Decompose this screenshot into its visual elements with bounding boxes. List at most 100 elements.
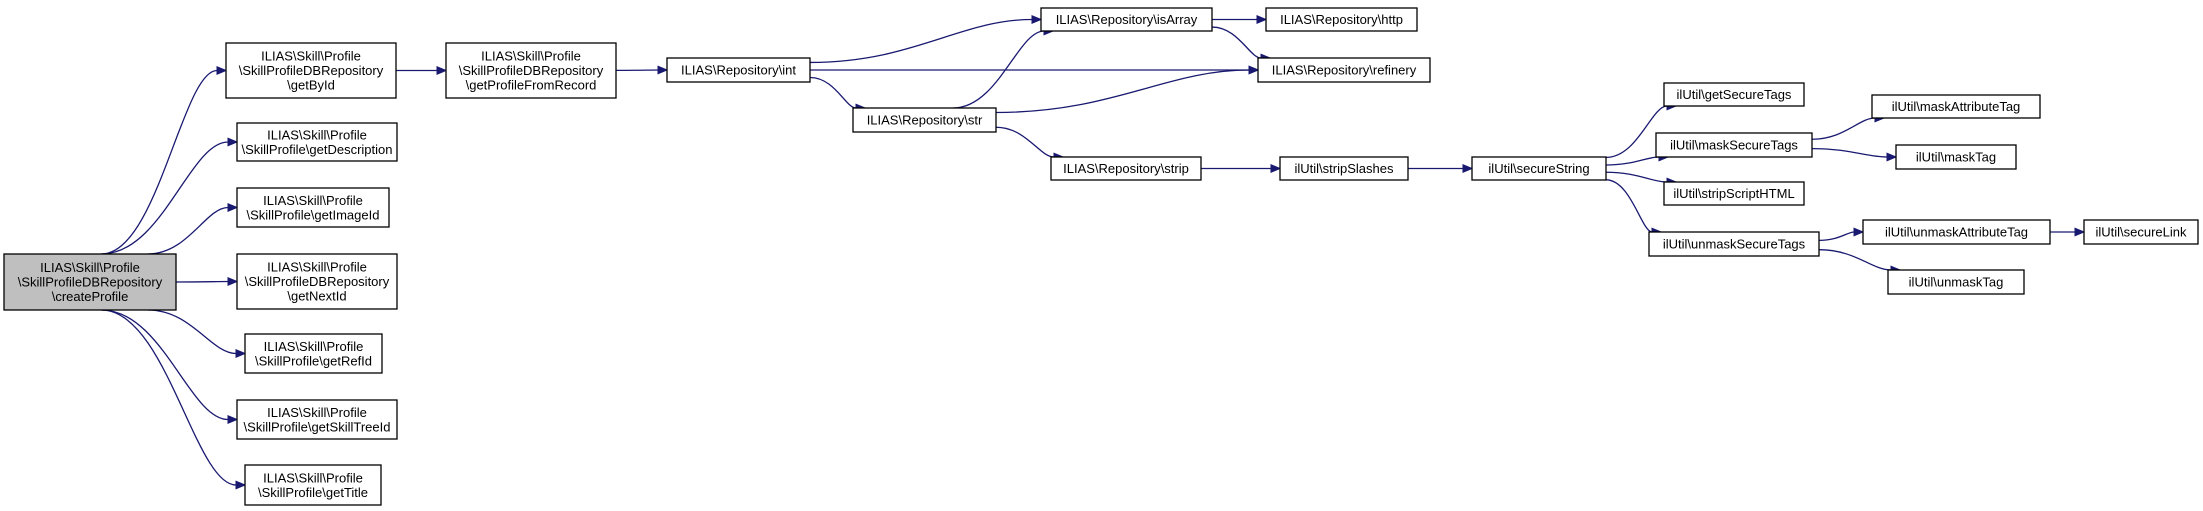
- node-box: [2083, 219, 2199, 245]
- node-maskTag[interactable]: ilUtil\maskTag: [1895, 144, 2017, 170]
- node-refinery[interactable]: ILIAS\Repository\refinery: [1257, 57, 1431, 83]
- node-label-line: \SkillProfileDBRepository: [239, 63, 384, 78]
- node-unmaskAttributeTag[interactable]: ilUtil\unmaskAttributeTag: [1862, 219, 2051, 245]
- node-stripSlashes[interactable]: ilUtil\stripSlashes: [1279, 156, 1409, 181]
- node-label-line: ILIAS\Skill\Profile: [267, 260, 367, 275]
- arrowhead: [1031, 14, 1043, 25]
- node-box: [244, 333, 383, 374]
- node-http[interactable]: ILIAS\Repository\http: [1265, 7, 1418, 32]
- node-label-line: ILIAS\Repository\str: [867, 113, 983, 128]
- edge-isArray-to-refinery: [1211, 26, 1262, 59]
- node-maskSecureTags[interactable]: ilUtil\maskSecureTags: [1655, 132, 1813, 158]
- node-int[interactable]: ILIAS\Repository\int: [666, 57, 811, 83]
- arrowhead: [227, 137, 239, 147]
- node-box: [1050, 156, 1202, 181]
- node-box: [1257, 57, 1431, 83]
- node-label-line: ILIAS\Repository\isArray: [1056, 12, 1198, 27]
- node-getProfileFromRecord[interactable]: ILIAS\Skill\Profile\SkillProfileDBReposi…: [445, 42, 617, 99]
- nodes-layer: ILIAS\Skill\Profile\SkillProfileDBReposi…: [3, 7, 2199, 506]
- node-label-line: ILIAS\Skill\Profile: [267, 405, 367, 420]
- node-box: [236, 122, 398, 162]
- edge-createProfile-to-getNextId: [175, 280, 229, 283]
- node-box: [1663, 181, 1805, 206]
- edge-createProfile-to-getById: [101, 69, 218, 255]
- node-label-line: \createProfile: [52, 289, 129, 304]
- node-label-line: ILIAS\Skill\Profile: [261, 49, 361, 64]
- arrowhead: [657, 65, 669, 75]
- node-getTitle[interactable]: ILIAS\Skill\Profile\SkillProfile\getTitl…: [244, 464, 382, 506]
- node-label-line: ilUtil\unmaskTag: [1909, 275, 2004, 290]
- node-isArray[interactable]: ILIAS\Repository\isArray: [1040, 7, 1213, 32]
- node-label-line: ILIAS\Skill\Profile: [40, 260, 140, 275]
- node-unmaskSecureTags[interactable]: ilUtil\unmaskSecureTags: [1648, 231, 1820, 257]
- node-label-line: \SkillProfile\getSkillTreeId: [244, 419, 391, 434]
- arrowhead: [1256, 14, 1268, 25]
- node-createProfile[interactable]: ILIAS\Skill\Profile\SkillProfileDBReposi…: [3, 253, 177, 311]
- edge-str-to-isArray: [953, 30, 1045, 109]
- node-getSecureTags[interactable]: ilUtil\getSecureTags: [1663, 82, 1805, 107]
- edge-unmaskSecureTags-to-unmaskTag: [1818, 249, 1892, 271]
- edge-createProfile-to-getDescription: [101, 141, 229, 255]
- node-box: [3, 253, 177, 311]
- node-label-line: \SkillProfileDBRepository: [459, 63, 604, 78]
- edge-unmaskSecureTags-to-unmaskAttributeTag: [1818, 231, 1855, 242]
- node-box: [236, 253, 398, 310]
- arrowhead: [216, 65, 228, 76]
- edge-secureString-to-getSecureTags: [1605, 105, 1668, 159]
- node-label-line: ILIAS\Repository\int: [681, 63, 796, 78]
- node-getRefId[interactable]: ILIAS\Skill\Profile\SkillProfile\getRefI…: [244, 333, 383, 374]
- node-getImageId[interactable]: ILIAS\Skill\Profile\SkillProfile\getImag…: [236, 187, 390, 228]
- node-box: [1648, 231, 1820, 257]
- node-label-line: ILIAS\Skill\Profile: [264, 339, 364, 354]
- node-box: [236, 187, 390, 228]
- arrowhead: [1270, 163, 1282, 174]
- node-label-line: \getProfileFromRecord: [466, 78, 597, 93]
- node-label-line: ilUtil\secureLink: [2095, 225, 2187, 240]
- node-label-line: ilUtil\stripSlashes: [1295, 161, 1394, 176]
- node-maskAttributeTag[interactable]: ilUtil\maskAttributeTag: [1871, 94, 2041, 119]
- node-getById[interactable]: ILIAS\Skill\Profile\SkillProfileDBReposi…: [225, 42, 397, 99]
- node-label-line: \SkillProfile\getTitle: [258, 485, 368, 500]
- edge-secureString-to-maskSecureTags: [1605, 156, 1660, 166]
- node-label-line: ilUtil\maskSecureTags: [1670, 138, 1798, 153]
- arrowhead: [2074, 227, 2086, 237]
- node-getSkillTreeId[interactable]: ILIAS\Skill\Profile\SkillProfile\getSkil…: [236, 399, 398, 440]
- node-stripScriptHTML[interactable]: ilUtil\stripScriptHTML: [1663, 181, 1805, 206]
- node-label-line: \SkillProfileDBRepository: [18, 275, 163, 290]
- node-label-line: \SkillProfile\getImageId: [247, 207, 380, 222]
- node-label-line: ilUtil\maskTag: [1916, 150, 1996, 165]
- node-box: [1862, 219, 2051, 245]
- node-getNextId[interactable]: ILIAS\Skill\Profile\SkillProfileDBReposi…: [236, 253, 398, 310]
- node-label-line: ILIAS\Skill\Profile: [267, 127, 367, 142]
- arrowhead: [1886, 152, 1898, 162]
- node-box: [244, 464, 382, 506]
- arrowhead: [235, 348, 247, 359]
- edge-createProfile-to-getTitle: [101, 309, 237, 486]
- node-label-line: ilUtil\stripScriptHTML: [1673, 186, 1794, 201]
- node-unmaskTag[interactable]: ilUtil\unmaskTag: [1887, 269, 2025, 295]
- arrowhead: [227, 414, 239, 425]
- arrowhead: [1248, 65, 1260, 75]
- edge-int-to-str: [809, 76, 857, 109]
- edge-secureString-to-unmaskSecureTags: [1605, 179, 1653, 233]
- node-str[interactable]: ILIAS\Repository\str: [852, 107, 997, 133]
- node-box: [1471, 156, 1607, 181]
- node-getDescription[interactable]: ILIAS\Skill\Profile\SkillProfile\getDesc…: [236, 122, 398, 162]
- node-label-line: ILIAS\Repository\strip: [1063, 161, 1189, 176]
- node-label-line: ilUtil\unmaskSecureTags: [1663, 237, 1806, 252]
- arrowhead: [227, 276, 239, 287]
- node-secureString[interactable]: ilUtil\secureString: [1471, 156, 1607, 181]
- edge-secureString-to-stripScriptHTML: [1605, 171, 1668, 183]
- node-secureLink[interactable]: ilUtil\secureLink: [2083, 219, 2199, 245]
- arrowhead: [1462, 163, 1474, 174]
- node-label-line: \getById: [287, 78, 335, 93]
- edge-createProfile-to-getImageId: [147, 206, 229, 255]
- edge-str-to-strip: [995, 126, 1055, 158]
- node-box: [236, 399, 398, 440]
- node-box: [1265, 7, 1418, 32]
- node-strip[interactable]: ILIAS\Repository\strip: [1050, 156, 1202, 181]
- node-label-line: \SkillProfile\getDescription: [241, 142, 392, 157]
- edges-layer: [101, 14, 2086, 490]
- arrowhead: [1853, 227, 1865, 237]
